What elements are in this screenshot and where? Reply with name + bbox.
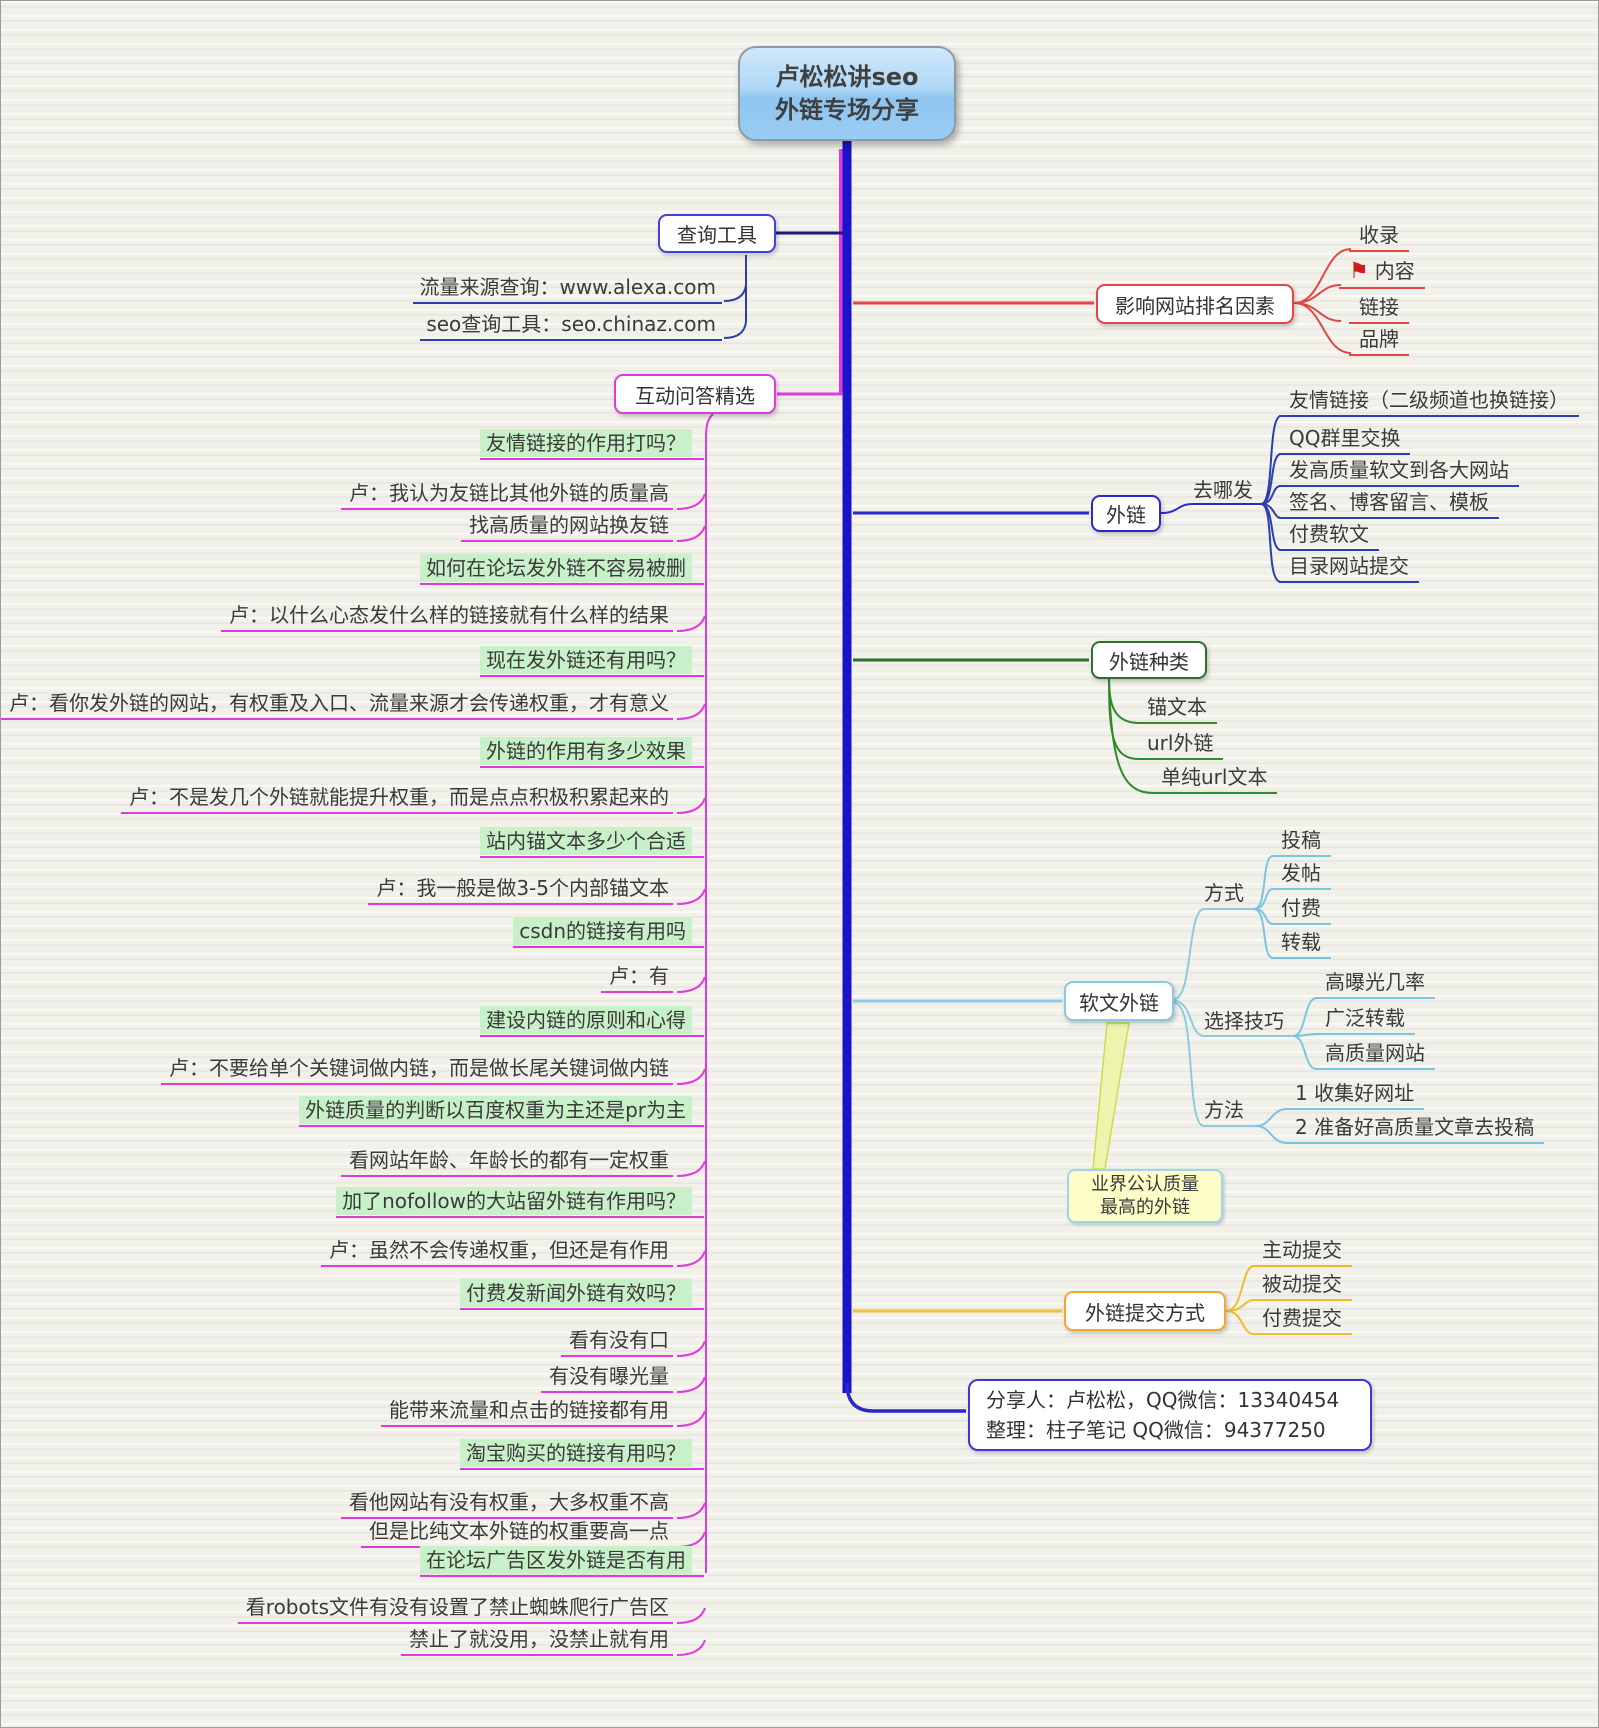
qa-answer[interactable]: 能带来流量和点击的链接都有用 [381,1398,673,1427]
qa-answer[interactable]: 看他网站有没有权重，大多权重不高 [341,1490,673,1519]
node-soft-outlink[interactable]: 软文外链 [1064,981,1174,1021]
node-soft-submit-article[interactable]: 投稿 [1271,828,1331,857]
node-qa-selection[interactable]: 互动问答精选 [614,374,776,414]
node-ranking-factors-label: 影响网站排名因素 [1115,293,1275,318]
node-skill-exposure[interactable]: 高曝光几率 [1315,970,1435,999]
qa-question[interactable]: 加了nofollow的大站留外链有作用吗？ [336,1187,704,1218]
node-outlink-paid-article[interactable]: 付费软文 [1279,522,1379,551]
qa-answer[interactable]: 看robots文件有没有设置了禁止蜘蛛爬行广告区 [237,1595,673,1624]
qa-answer[interactable]: 卢：不是发几个外链就能提升权重，而是点点积极积累起来的 [121,785,673,814]
qa-question[interactable]: 淘宝购买的链接有用吗？ [460,1439,704,1470]
node-outlink-signature[interactable]: 签名、博客留言、模板 [1279,490,1499,519]
qa-answer[interactable]: 卢：看你发外链的网站，有权重及入口、流量来源才会传递权重，才有意义 [1,691,673,720]
node-soft-pay[interactable]: 付费 [1271,896,1331,925]
qa-answer[interactable]: 有没有曝光量 [541,1364,673,1393]
qa-question[interactable]: 友情链接的作用打吗？ [480,429,704,460]
node-traffic-source-tool[interactable]: 流量来源查询：www.alexa.com [413,275,722,304]
node-submit-methods[interactable]: 外链提交方式 [1064,1291,1226,1331]
qa-question[interactable]: 付费发新闻外链有效吗？ [460,1279,704,1310]
node-outlink[interactable]: 外链 [1091,495,1161,532]
node-outlink-types[interactable]: 外链种类 [1091,641,1207,679]
node-query-tools-label: 查询工具 [677,223,757,247]
footer-info-box[interactable]: 分享人：卢松松，QQ微信：13340454 整理：柱子笔记 QQ微信：94377… [968,1379,1372,1451]
node-seo-query-tool[interactable]: seo查询工具：seo.chinaz.com [420,312,722,341]
branch-label-steps[interactable]: 方法 [1204,1098,1244,1122]
node-soft-repost[interactable]: 转载 [1271,930,1331,959]
node-outlink-soft-article[interactable]: 发高质量软文到各大网站 [1279,458,1519,487]
node-submit-active[interactable]: 主动提交 [1252,1238,1352,1267]
qa-question[interactable]: 站内锚文本多少个合适 [480,827,704,858]
red-flag-icon: ⚑ [1349,259,1369,284]
node-soft-post[interactable]: 发帖 [1271,861,1331,890]
qa-question[interactable]: 建设内链的原则和心得 [480,1006,704,1037]
node-skill-repost[interactable]: 广泛转载 [1315,1006,1415,1035]
node-type-url-link[interactable]: url外链 [1137,731,1224,760]
qa-question[interactable]: csdn的链接有用吗 [513,917,704,948]
footer-organizer: 整理：柱子笔记 QQ微信：94377250 [986,1418,1326,1442]
qa-answer[interactable]: 卢：我一般是做3-5个内部锚文本 [368,876,673,905]
node-outlink-types-label: 外链种类 [1109,649,1189,674]
node-query-tools[interactable]: 查询工具 [658,214,776,253]
node-ranking-indexed[interactable]: 收录 [1349,223,1409,252]
node-step-collect-sites[interactable]: 1 收集好网址 [1285,1081,1425,1110]
footer-sharer: 分享人：卢松松，QQ微信：13340454 [986,1388,1340,1412]
qa-answer[interactable]: 卢：我认为友链比其他外链的质量高 [341,481,673,510]
branch-label-method[interactable]: 方式 [1204,881,1244,905]
node-submit-methods-label: 外链提交方式 [1085,1300,1205,1325]
qa-question[interactable]: 如何在论坛发外链不容易被删 [420,554,704,585]
node-ranking-links[interactable]: 链接 [1349,295,1409,324]
note-line1: 业界公认质量 [1091,1174,1199,1195]
qa-question[interactable]: 外链质量的判断以百度权重为主还是pr为主 [299,1096,704,1127]
central-topic[interactable]: 卢松松讲seo 外链专场分享 [738,46,956,141]
qa-answer[interactable]: 卢：虽然不会传递权重，但还是有作用 [321,1238,673,1267]
node-outlink-label: 外链 [1106,503,1146,527]
soft-outlink-note[interactable]: 业界公认质量 最高的外链 [1067,1169,1223,1223]
branch-label-where-to-post[interactable]: 去哪发 [1193,478,1253,502]
node-skill-quality[interactable]: 高质量网站 [1315,1041,1435,1070]
qa-answer[interactable]: 禁止了就没用，没禁止就有用 [401,1627,673,1656]
qa-answer[interactable]: 卢：以什么心态发什么样的链接就有什么样的结果 [221,603,673,632]
node-ranking-factors[interactable]: 影响网站排名因素 [1096,284,1294,324]
node-ranking-content[interactable]: ⚑内容 [1339,259,1425,289]
qa-question[interactable]: 在论坛广告区发外链是否有用 [420,1546,704,1577]
branch-label-selection-skill[interactable]: 选择技巧 [1204,1009,1284,1033]
qa-answer[interactable]: 看网站年龄、年龄长的都有一定权重 [341,1148,673,1177]
central-topic-line1: 卢松松讲seo [775,62,919,91]
node-outlink-directory[interactable]: 目录网站提交 [1279,554,1419,583]
qa-question[interactable]: 现在发外链还有用吗？ [480,646,704,677]
node-ranking-brand[interactable]: 品牌 [1349,327,1409,356]
node-step-prepare-articles[interactable]: 2 准备好高质量文章去投稿 [1285,1115,1545,1144]
node-outlink-qq-group[interactable]: QQ群里交换 [1279,426,1411,455]
node-outlink-friend-links[interactable]: 友情链接（二级频道也换链接） [1279,388,1579,417]
qa-answer[interactable]: 卢：不要给单个关键词做内链，而是做长尾关键词做内链 [161,1056,673,1085]
node-type-plain-url[interactable]: 单纯url文本 [1151,765,1278,794]
node-submit-passive[interactable]: 被动提交 [1252,1272,1352,1301]
qa-question[interactable]: 外链的作用有多少效果 [480,737,704,768]
node-type-anchor-text[interactable]: 锚文本 [1137,695,1217,724]
qa-answer[interactable]: 找高质量的网站换友链 [461,513,673,542]
note-line2: 最高的外链 [1100,1197,1190,1218]
central-topic-line2: 外链专场分享 [775,95,919,124]
qa-answer[interactable]: 卢：有 [601,964,673,993]
node-qa-selection-label: 互动问答精选 [635,383,755,408]
node-submit-paid[interactable]: 付费提交 [1252,1306,1352,1335]
qa-answer[interactable]: 看有没有口 [561,1328,673,1357]
qa-answer[interactable]: 但是比纯文本外链的权重要高一点 [361,1519,673,1548]
node-soft-outlink-label: 软文外链 [1079,990,1159,1015]
